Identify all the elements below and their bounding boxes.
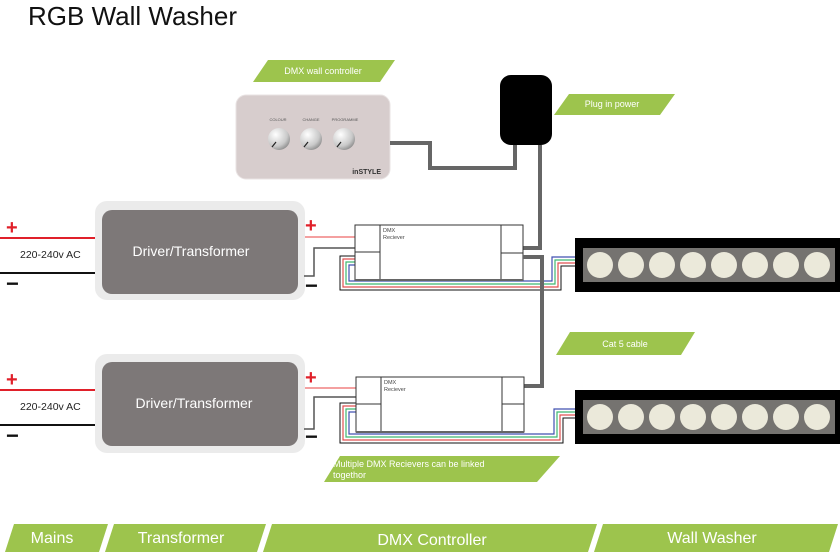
knob-change[interactable]: CHANGE [300, 117, 322, 150]
mains-plus-sign: + [6, 217, 18, 239]
plug-icon [500, 75, 552, 145]
receiver-body [355, 376, 525, 433]
cat5-cable [523, 255, 544, 388]
channel-1: + − 220-240v AC Driver/Transformer + − D… [0, 201, 840, 300]
receiver-label-line2: Reciever [383, 235, 405, 241]
knob-icon [268, 128, 290, 150]
led-icon [711, 404, 737, 430]
stage-dmx-controller: DMX Controller [263, 524, 597, 552]
controller-brand: inSTYLE [352, 169, 381, 176]
stage-label: Mains [31, 530, 74, 547]
power-cable [522, 145, 542, 250]
dmx-wall-controller: COLOUR CHANGE PROGRAMME inSTYLE [235, 94, 391, 180]
dmx-receiver: DMX Reciever [355, 376, 525, 433]
led-icon [649, 404, 675, 430]
mains-voltage-label: 220-240v AC [20, 249, 81, 261]
output-negative-wire [304, 396, 356, 430]
stage-label: Wall Washer [667, 530, 757, 547]
receiver-label-line1: DMX [383, 228, 396, 234]
footer-stages: Mains Transformer DMX Controller Wall Wa… [5, 524, 838, 552]
receiver-label-line1: DMX [384, 380, 397, 386]
wire-blue [348, 408, 578, 435]
led-icon [711, 252, 737, 278]
led-icon [618, 404, 644, 430]
knob-icon [333, 128, 355, 150]
receiver-label-line2: Reciever [384, 387, 406, 393]
callout-tag-bg [556, 332, 695, 355]
knob-icon [300, 128, 322, 150]
wire-red [342, 405, 578, 441]
wire-green [345, 259, 578, 285]
wall-washer [575, 390, 840, 444]
knob-colour[interactable]: COLOUR [268, 117, 290, 150]
multiple-receivers-callout: Multiple DMX Recievers can be linked tog… [324, 456, 560, 482]
callout-tag-bg [554, 94, 675, 115]
knob-label: COLOUR [269, 117, 286, 122]
power-plug [500, 75, 552, 145]
cat5-cable-callout: Cat 5 cable [556, 332, 695, 355]
stage-wall-washer: Wall Washer [594, 524, 838, 552]
led-icon [804, 252, 830, 278]
led-icon [680, 404, 706, 430]
dmx-receiver: DMX Reciever [354, 224, 524, 281]
output-negative-wire [304, 247, 355, 277]
wire-red [342, 258, 578, 288]
mains-plus-sign: + [6, 369, 18, 391]
callout-tag-bg [324, 456, 560, 482]
led-icon [773, 252, 799, 278]
wire-black [339, 402, 578, 444]
output-plus-sign: + [305, 215, 317, 237]
led-icon [680, 252, 706, 278]
driver-label: Driver/Transformer [136, 395, 253, 411]
callout-tag-bg [253, 60, 395, 82]
callout-text: DMX wall controller [284, 66, 362, 76]
wire-black [339, 255, 578, 291]
led-icon [773, 404, 799, 430]
led-icon [587, 404, 613, 430]
dmx-wall-controller-callout: DMX wall controller [253, 60, 395, 82]
controller-cable [390, 141, 517, 170]
led-icon [618, 252, 644, 278]
driver-transformer [102, 362, 298, 446]
wall-washer [575, 238, 840, 292]
driver-transformer [102, 210, 298, 294]
led-icon [804, 404, 830, 430]
knob-programme[interactable]: PROGRAMME [332, 117, 359, 150]
knob-label: PROGRAMME [332, 117, 359, 122]
output-minus-sign: − [305, 424, 318, 449]
stage-transformer: Transformer [105, 524, 266, 552]
callout-text-line1: Multiple DMX Recievers can be linked [333, 459, 485, 469]
output-minus-sign: − [305, 273, 318, 298]
led-icon [587, 252, 613, 278]
stage-mains: Mains [5, 524, 108, 552]
callout-text-line2: togethor [333, 470, 366, 480]
callout-text: Cat 5 cable [602, 339, 648, 349]
mains-minus-sign: − [6, 271, 19, 296]
page-title: RGB Wall Washer [28, 1, 237, 31]
mains-voltage-label: 220-240v AC [20, 401, 81, 413]
led-icon [742, 404, 768, 430]
knob-label: CHANGE [302, 117, 319, 122]
wire-green [345, 408, 578, 438]
led-icon [649, 252, 675, 278]
stage-label: DMX Controller [377, 532, 487, 549]
plug-in-power-callout: Plug in power [554, 94, 675, 115]
channel-2: + − 220-240v AC Driver/Transformer + − D… [0, 354, 840, 453]
led-icon [742, 252, 768, 278]
stage-label: Transformer [138, 530, 225, 547]
driver-label: Driver/Transformer [133, 243, 250, 259]
output-plus-sign: + [305, 367, 317, 389]
mains-minus-sign: − [6, 423, 19, 448]
callout-text: Plug in power [585, 99, 640, 109]
